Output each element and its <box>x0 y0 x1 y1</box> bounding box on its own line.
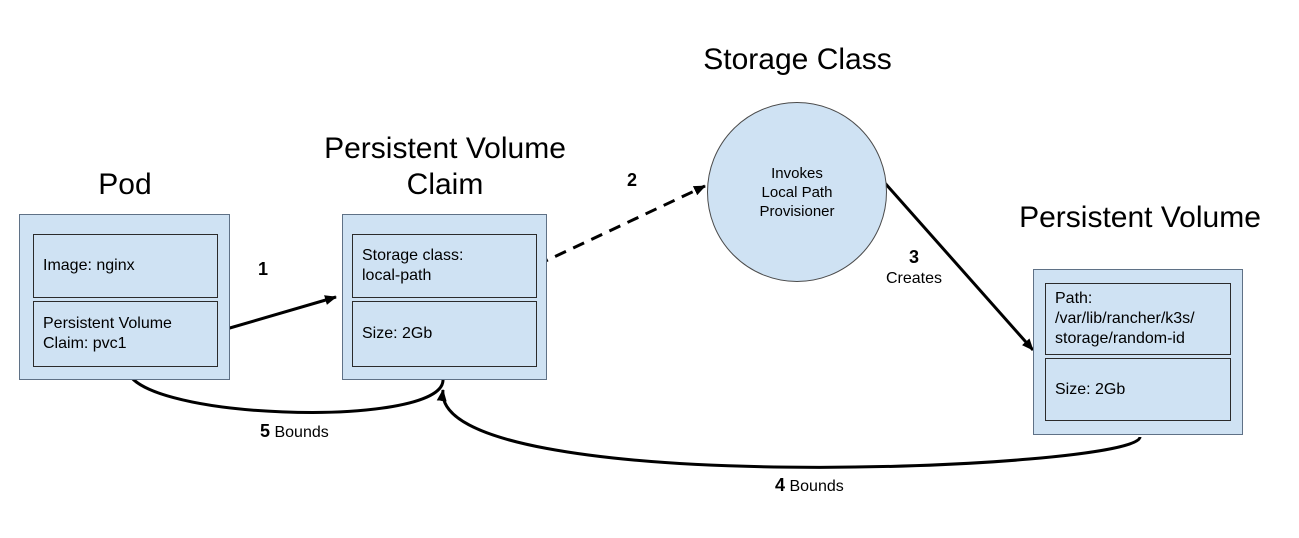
pvc-size-field: Size: 2Gb <box>352 301 537 367</box>
arrow-pv-to-pvc <box>436 389 1142 469</box>
edge-label-2: 2 <box>627 170 637 192</box>
edge-number-4: 4 <box>775 475 786 495</box>
storage-class-title: Storage Class <box>703 43 892 76</box>
pod-claim-field: Persistent Volume Claim: pvc1 <box>33 301 218 367</box>
edge-number-1: 1 <box>258 259 269 279</box>
storage-class-text: Invokes Local Path Provisioner <box>759 164 835 220</box>
arrow-storage-class-to-pv <box>882 181 1035 351</box>
pod-image-text: Image: nginx <box>43 257 135 274</box>
pvc-title: Persistent Volume Claim <box>324 132 566 201</box>
pv-size-field: Size: 2Gb <box>1045 358 1231 421</box>
edge-label-5: 5 Bounds <box>260 421 329 443</box>
pv-box: Path: /var/lib/rancher/k3s/ storage/rand… <box>1033 269 1243 435</box>
edge-text-3: Creates <box>885 270 943 287</box>
pvc-box: Storage class: local-path Size: 2Gb <box>342 214 547 380</box>
arrow-pvc-to-storage-class <box>536 184 706 267</box>
edge-text-5: Bounds <box>274 424 329 441</box>
pvc-size-text: Size: 2Gb <box>362 325 433 342</box>
pv-title: Persistent Volume <box>1019 201 1261 234</box>
edge-text-4: Bounds <box>789 478 844 495</box>
pvc-storage-class-field: Storage class: local-path <box>352 234 537 298</box>
edge-label-4: 4 Bounds <box>775 475 844 497</box>
edge-number-3: 3 <box>908 247 919 267</box>
pod-title: Pod <box>98 168 152 201</box>
arrow-pvc-to-pod <box>120 364 445 414</box>
pv-size-text: Size: 2Gb <box>1055 380 1126 398</box>
pod-box: Image: nginx Persistent Volume Claim: pv… <box>19 214 230 380</box>
pv-path-text: Path: /var/lib/rancher/k3s/ storage/rand… <box>1055 290 1195 347</box>
arrow-pod-to-pvc <box>215 295 337 334</box>
edge-label-3: 3 Creates <box>883 247 945 289</box>
edge-number-2: 2 <box>627 170 638 190</box>
edge-label-1: 1 <box>258 259 268 281</box>
pv-path-field: Path: /var/lib/rancher/k3s/ storage/rand… <box>1045 283 1231 355</box>
pod-claim-text: Persistent Volume Claim: pvc1 <box>43 315 172 352</box>
pvc-storage-class-text: Storage class: local-path <box>362 247 464 284</box>
edge-number-5: 5 <box>260 421 271 441</box>
pod-image-field: Image: nginx <box>33 234 218 298</box>
storage-class-circle: Invokes Local Path Provisioner <box>707 102 887 282</box>
